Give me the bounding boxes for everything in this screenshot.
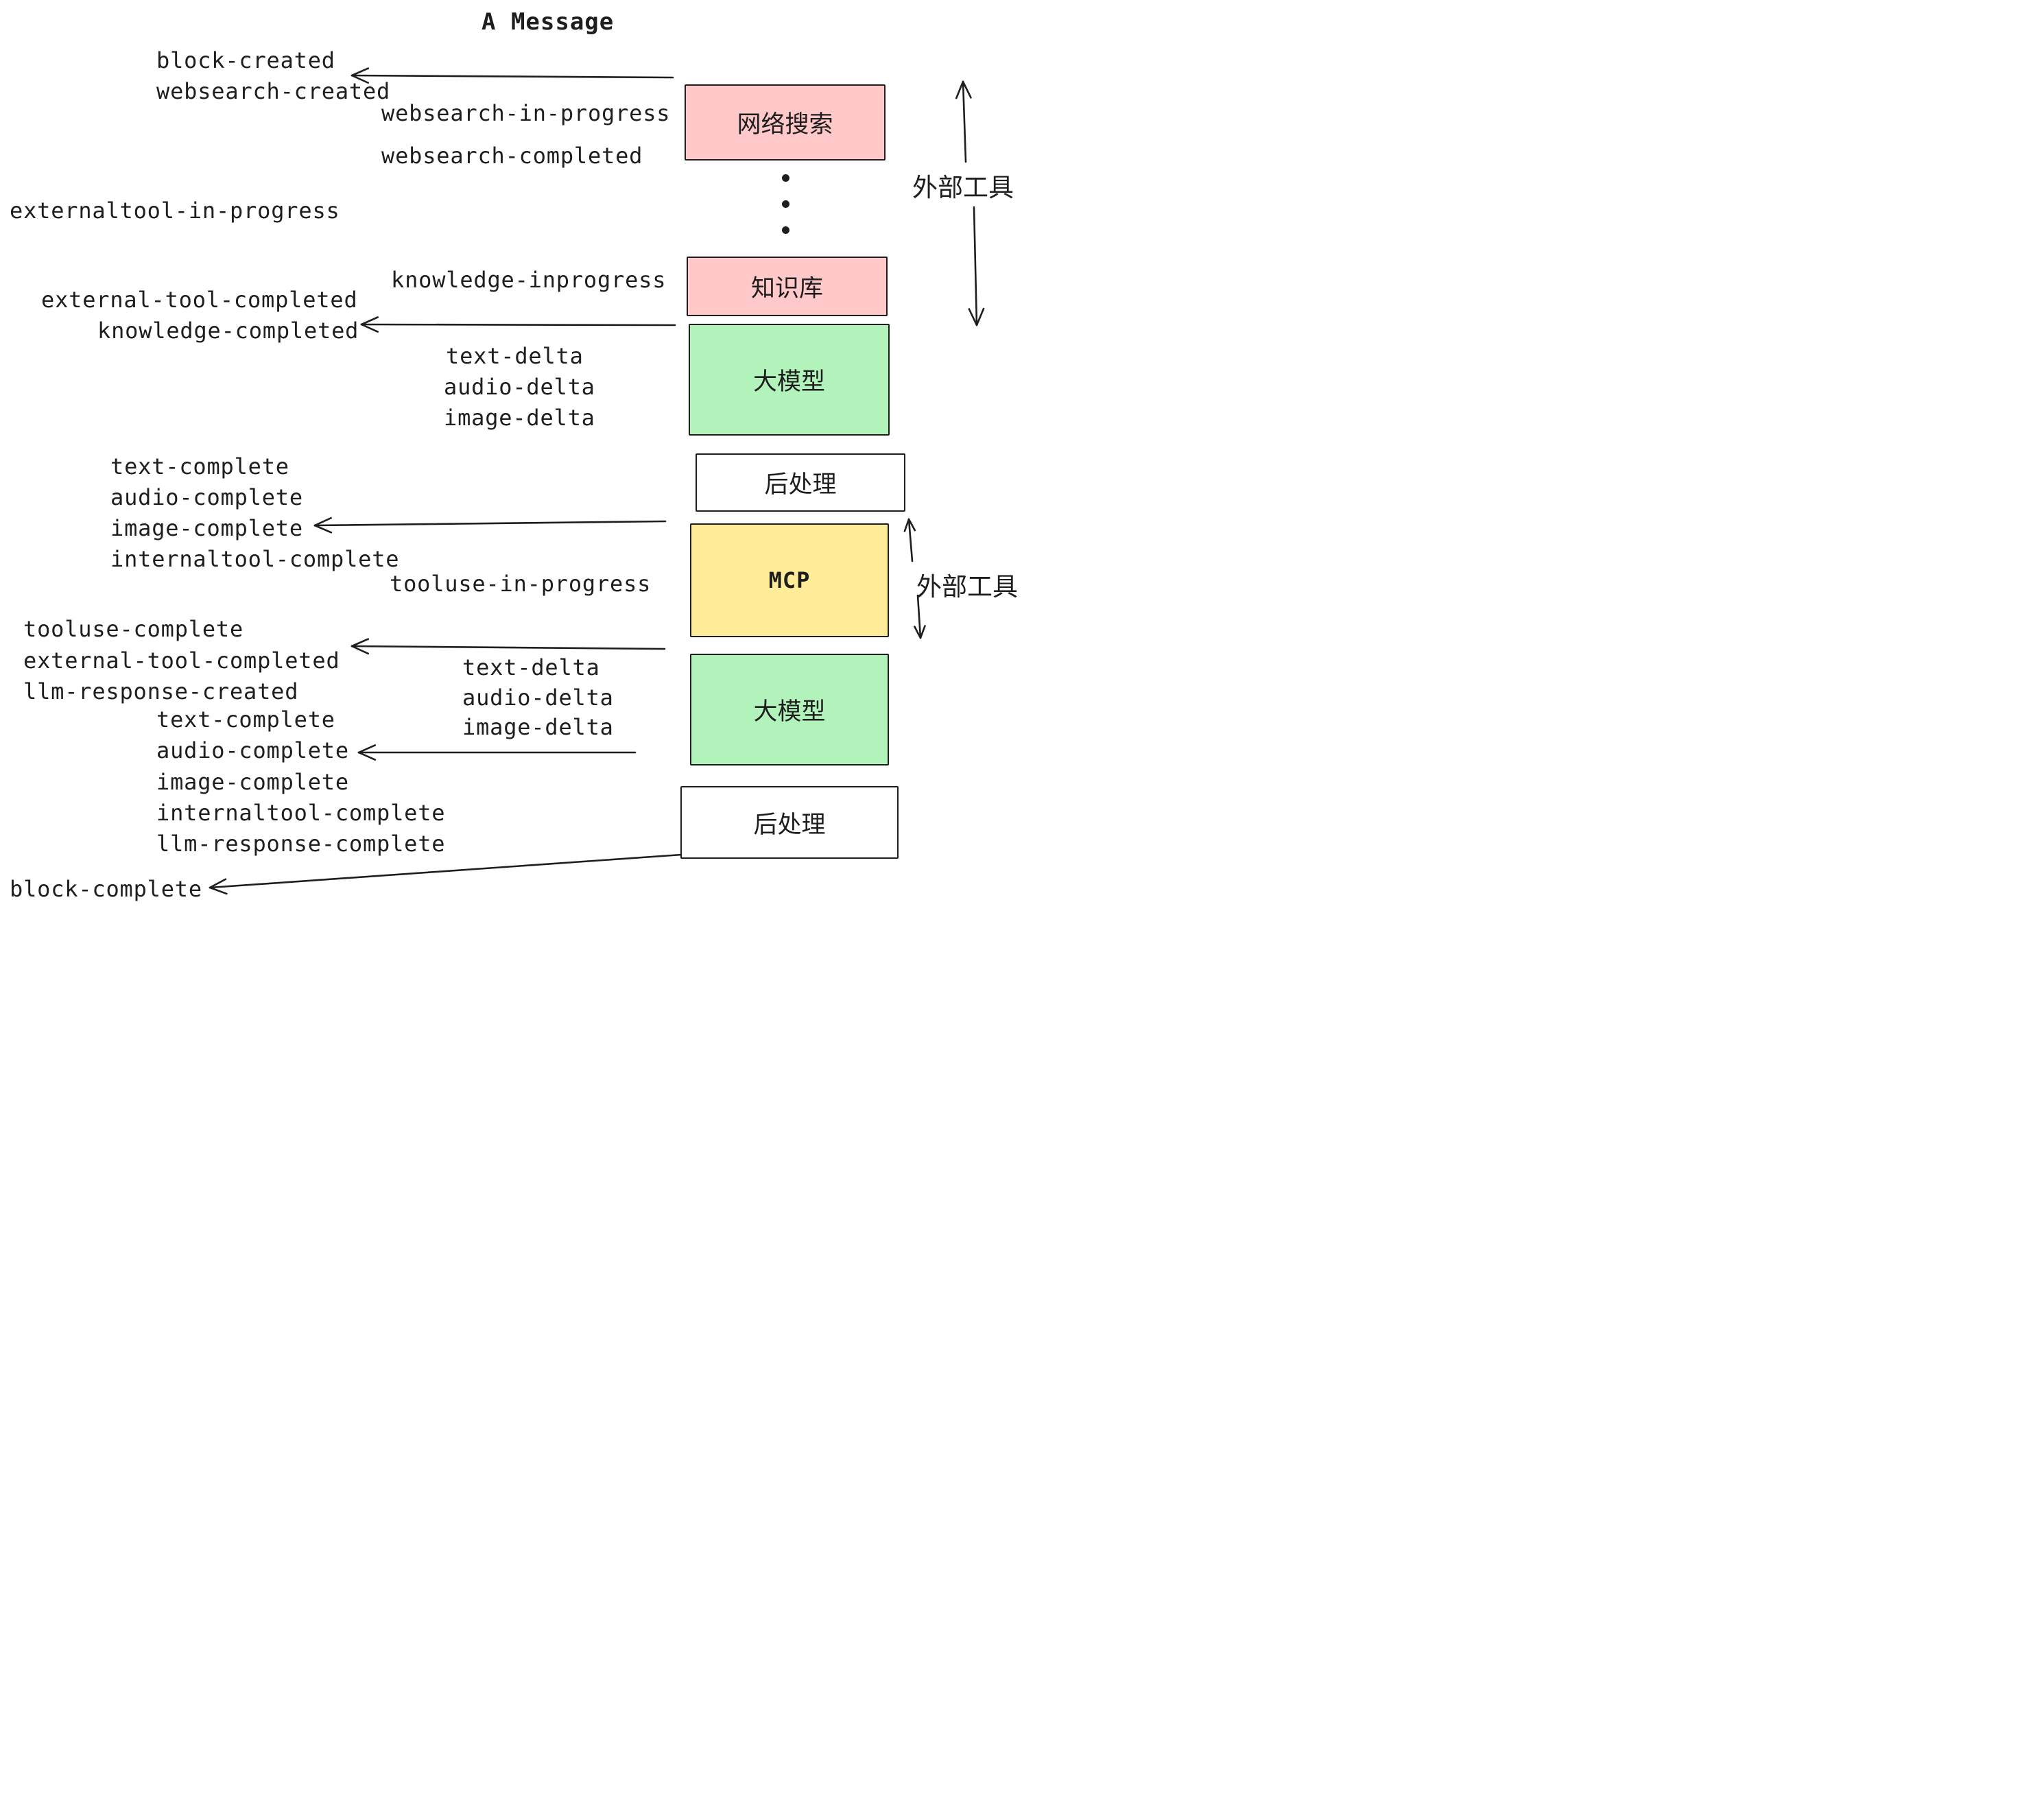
event-label-external-tool-completed: external-tool-completed <box>23 648 340 674</box>
node-label: 后处理 <box>753 811 826 839</box>
arrow-to-websearch-created <box>350 67 674 84</box>
external-tools-up-arrow-2 <box>903 518 916 562</box>
event-label-text-complete: text-complete <box>156 707 335 733</box>
event-label-image-delta: image-delta <box>462 714 614 740</box>
node-label: MCP <box>768 567 811 593</box>
event-label-websearch-created: websearch-created <box>156 78 391 104</box>
event-label-knowledge-completed: knowledge-completed <box>97 318 359 344</box>
ellipsis-dot-1 <box>782 174 789 182</box>
event-label-block-complete: block-complete <box>10 876 202 902</box>
ellipsis-dot-2 <box>782 200 789 208</box>
event-label-external-tool-completed: external-tool-completed <box>41 287 358 313</box>
ellipsis-dot-3 <box>782 226 789 234</box>
event-label-internaltool-complete: internaltool-complete <box>110 546 400 572</box>
node-label: 大模型 <box>752 368 825 396</box>
event-label-llm-response-created: llm-response-created <box>23 678 299 704</box>
arrows-layer <box>209 67 985 895</box>
node-llm-2: 大模型 <box>690 654 889 765</box>
annotation-external-tools-top: 外部工具 <box>912 173 1014 202</box>
arrow-to-block-complete <box>209 853 683 895</box>
annotation-external-tools-bottom: 外部工具 <box>916 572 1018 602</box>
node-post-process-1: 后处理 <box>696 453 905 512</box>
event-label-image-delta: image-delta <box>444 405 595 431</box>
node-web-search: 网络搜索 <box>685 84 886 161</box>
external-tools-down-arrow-1 <box>968 206 985 327</box>
node-label: 网络搜索 <box>737 111 833 139</box>
event-label-tooluse-complete: tooluse-complete <box>23 616 244 642</box>
node-label: 知识库 <box>750 275 823 302</box>
external-tools-down-arrow-2 <box>914 594 926 639</box>
event-label-websearch-completed: websearch-completed <box>381 143 643 169</box>
external-tools-up-arrow-1 <box>955 80 972 163</box>
event-label-llm-response-complete: llm-response-complete <box>156 831 446 857</box>
event-label-websearch-in-progress: websearch-in-progress <box>381 100 671 126</box>
arrow-to-tooluse-complete <box>350 638 666 655</box>
arrow-to-image-complete <box>313 517 667 534</box>
event-label-tooluse-in-progress: tooluse-in-progress <box>390 571 652 597</box>
event-label-text-delta: text-delta <box>462 654 600 680</box>
node-mcp: MCP <box>690 523 889 637</box>
event-label-text-delta: text-delta <box>446 343 584 369</box>
arrow-to-knowledge-completed <box>360 316 676 333</box>
diagram-title: A Message <box>482 8 615 36</box>
node-post-process-2: 后处理 <box>680 786 899 859</box>
event-label-audio-delta: audio-delta <box>462 685 614 711</box>
event-label-audio-delta: audio-delta <box>444 374 595 400</box>
event-label-image-complete: image-complete <box>156 769 349 795</box>
event-label-externaltool-in-progress: externaltool-in-progress <box>10 198 340 224</box>
event-label-text-complete: text-complete <box>110 453 289 479</box>
event-label-knowledge-inprogress: knowledge-inprogress <box>391 267 667 293</box>
arrow-to-audio-complete <box>357 744 637 761</box>
event-label-audio-complete: audio-complete <box>110 484 303 510</box>
node-llm-1: 大模型 <box>689 324 890 436</box>
node-label: 后处理 <box>764 471 837 499</box>
event-label-internaltool-complete: internaltool-complete <box>156 800 446 826</box>
event-label-audio-complete: audio-complete <box>156 737 349 763</box>
event-label-image-complete: image-complete <box>110 515 303 541</box>
node-knowledge-base: 知识库 <box>687 257 888 316</box>
node-label: 大模型 <box>753 698 826 726</box>
event-label-block-created: block-created <box>156 47 335 73</box>
